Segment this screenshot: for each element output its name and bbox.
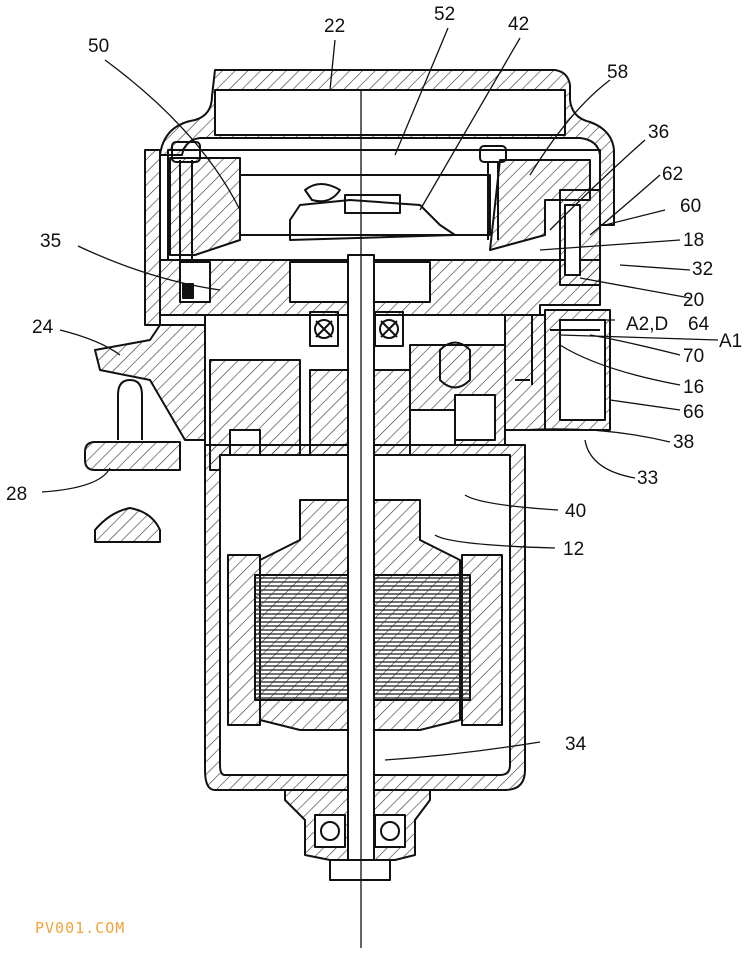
mounting-flange [94, 324, 206, 441]
label-40: 40 [565, 501, 586, 522]
label-33: 33 [637, 468, 658, 489]
watermark: PV001.COM [35, 919, 125, 937]
chamber-wall-left [169, 157, 241, 256]
label-38: 38 [673, 432, 694, 453]
label-60: 60 [680, 196, 701, 217]
label-18: 18 [683, 230, 704, 251]
label-58: 58 [607, 62, 628, 83]
label-28: 28 [6, 484, 27, 505]
label-50: 50 [88, 36, 109, 57]
label-70: 70 [683, 346, 704, 367]
hall-sensor [289, 199, 456, 241]
foot-knob [84, 441, 181, 471]
label-34: 34 [565, 734, 587, 755]
top-bearing-left [309, 311, 339, 347]
label-36: 36 [648, 122, 669, 143]
label-20: 20 [683, 290, 704, 311]
housing-wall-right [504, 314, 546, 431]
foot-pad [94, 507, 161, 543]
screw-left [171, 141, 201, 163]
label-66: 66 [683, 402, 704, 423]
circuit-board [239, 174, 491, 236]
label-52: 52 [434, 4, 455, 25]
label-35: 35 [40, 231, 61, 252]
label-32: 32 [692, 259, 713, 280]
label-12: 12 [563, 539, 584, 560]
label-22: 22 [324, 16, 345, 37]
chamber-wall-right [489, 159, 591, 251]
cap-left-wall [144, 149, 161, 326]
label-a2d: A2,D [626, 314, 668, 335]
label-64: 64 [688, 314, 710, 335]
label-16: 16 [683, 377, 704, 398]
shaft-tip [329, 859, 391, 881]
label-24: 24 [32, 317, 54, 338]
label-a1: A1 [719, 331, 742, 352]
label-62: 62 [662, 164, 683, 185]
screw-right [479, 145, 507, 163]
label-42: 42 [508, 14, 529, 35]
